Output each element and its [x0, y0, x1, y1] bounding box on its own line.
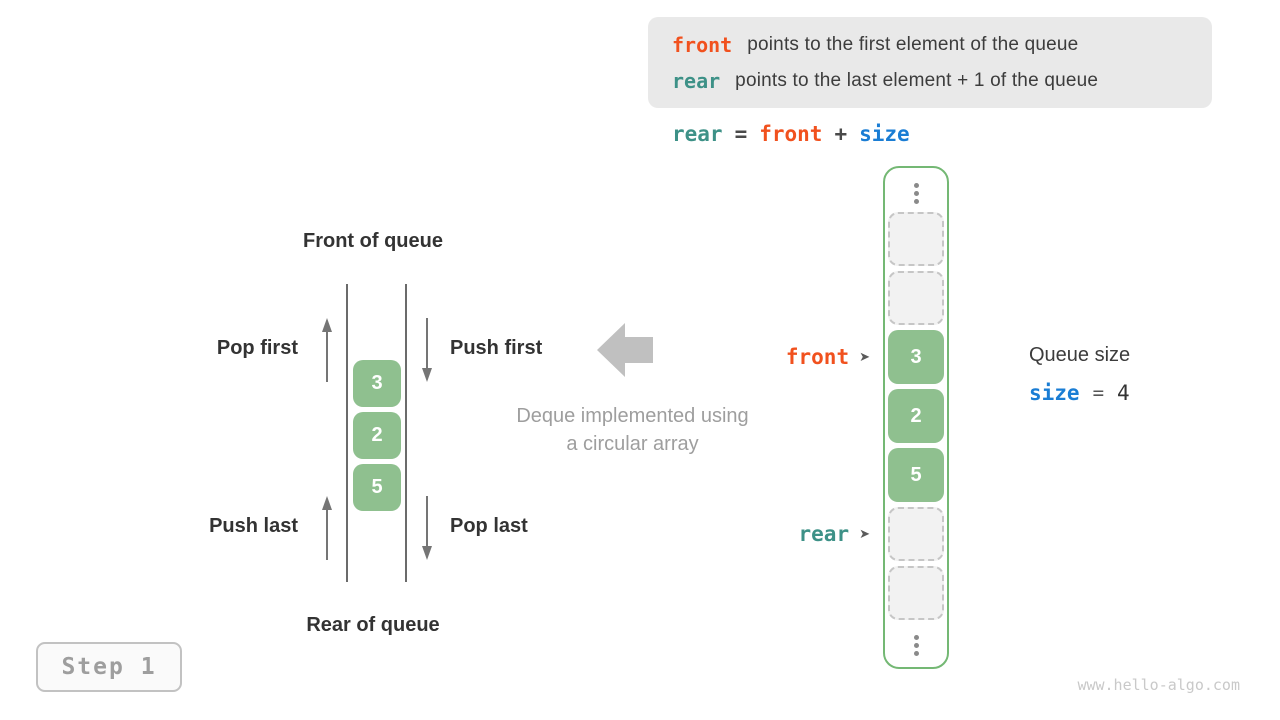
deque-wall-right — [405, 284, 407, 582]
implementation-caption: Deque implemented using a circular array — [490, 402, 775, 458]
caption-line-2: a circular array — [566, 433, 699, 455]
caption-line-1: Deque implemented using — [516, 405, 749, 427]
rear-keyword: rear — [672, 69, 721, 93]
left-arrow-icon — [597, 323, 653, 377]
rear-pointer-label: rear — [798, 522, 850, 546]
ellipsis-dots-bottom — [885, 635, 947, 656]
deque-element: 2 — [353, 412, 401, 459]
front-keyword: front — [672, 33, 733, 57]
push-last-label: Push last — [209, 515, 298, 537]
front-of-queue-label: Front of queue — [303, 230, 443, 252]
pop-last-label: Pop last — [450, 515, 528, 537]
deque-element: 3 — [353, 360, 401, 407]
queue-size-label: Queue size — [1029, 344, 1131, 366]
front-pointer-label: front — [785, 345, 850, 369]
rear-pointer-arrow-icon: ➤ — [859, 526, 870, 542]
front-pointer: front ➤ — [786, 345, 870, 369]
pop-first-up-arrow-icon — [322, 318, 332, 382]
formula-rear: rear — [672, 122, 723, 146]
size-value: 4 — [1117, 381, 1130, 405]
formula-equals: = — [734, 122, 748, 146]
front-pointer-arrow-icon: ➤ — [859, 349, 870, 365]
deque-wall-left — [346, 284, 348, 582]
step-badge: Step 1 — [36, 642, 182, 692]
front-definition-text: points to the first element of the queue — [747, 34, 1079, 55]
array-cell-filled: 2 — [888, 389, 944, 443]
array-cell-empty — [888, 212, 944, 266]
size-keyword: size — [1029, 381, 1080, 405]
rear-formula: rear = front + size — [672, 122, 910, 146]
array-cell-empty — [888, 507, 944, 561]
size-equals: = — [1092, 382, 1105, 404]
array-cell-empty — [888, 271, 944, 325]
formula-front: front — [759, 122, 823, 146]
rear-pointer: rear ➤ — [799, 522, 870, 546]
formula-size: size — [859, 122, 910, 146]
ellipsis-dots-top — [885, 183, 947, 204]
rear-of-queue-label: Rear of queue — [306, 614, 440, 636]
queue-size-value-row: size = 4 — [1029, 381, 1130, 405]
rear-definition-line: rear points to the last element + 1 of t… — [672, 63, 1212, 99]
array-cell-empty — [888, 566, 944, 620]
pointer-definitions-box: front points to the first element of the… — [648, 17, 1212, 108]
rear-definition-text: points to the last element + 1 of the qu… — [735, 70, 1099, 91]
push-first-down-arrow-icon — [422, 318, 432, 382]
array-cell-filled: 5 — [888, 448, 944, 502]
deque-element: 5 — [353, 464, 401, 511]
array-cell-filled: 3 — [888, 330, 944, 384]
front-definition-line: front points to the first element of the… — [672, 27, 1212, 63]
push-last-up-arrow-icon — [322, 496, 332, 560]
push-first-label: Push first — [450, 337, 543, 359]
pop-first-label: Pop first — [216, 337, 298, 359]
deque-element-stack: 3 2 5 — [353, 360, 401, 511]
watermark: www.hello-algo.com — [1077, 676, 1240, 694]
pop-last-down-arrow-icon — [422, 496, 432, 560]
formula-plus: + — [834, 122, 848, 146]
